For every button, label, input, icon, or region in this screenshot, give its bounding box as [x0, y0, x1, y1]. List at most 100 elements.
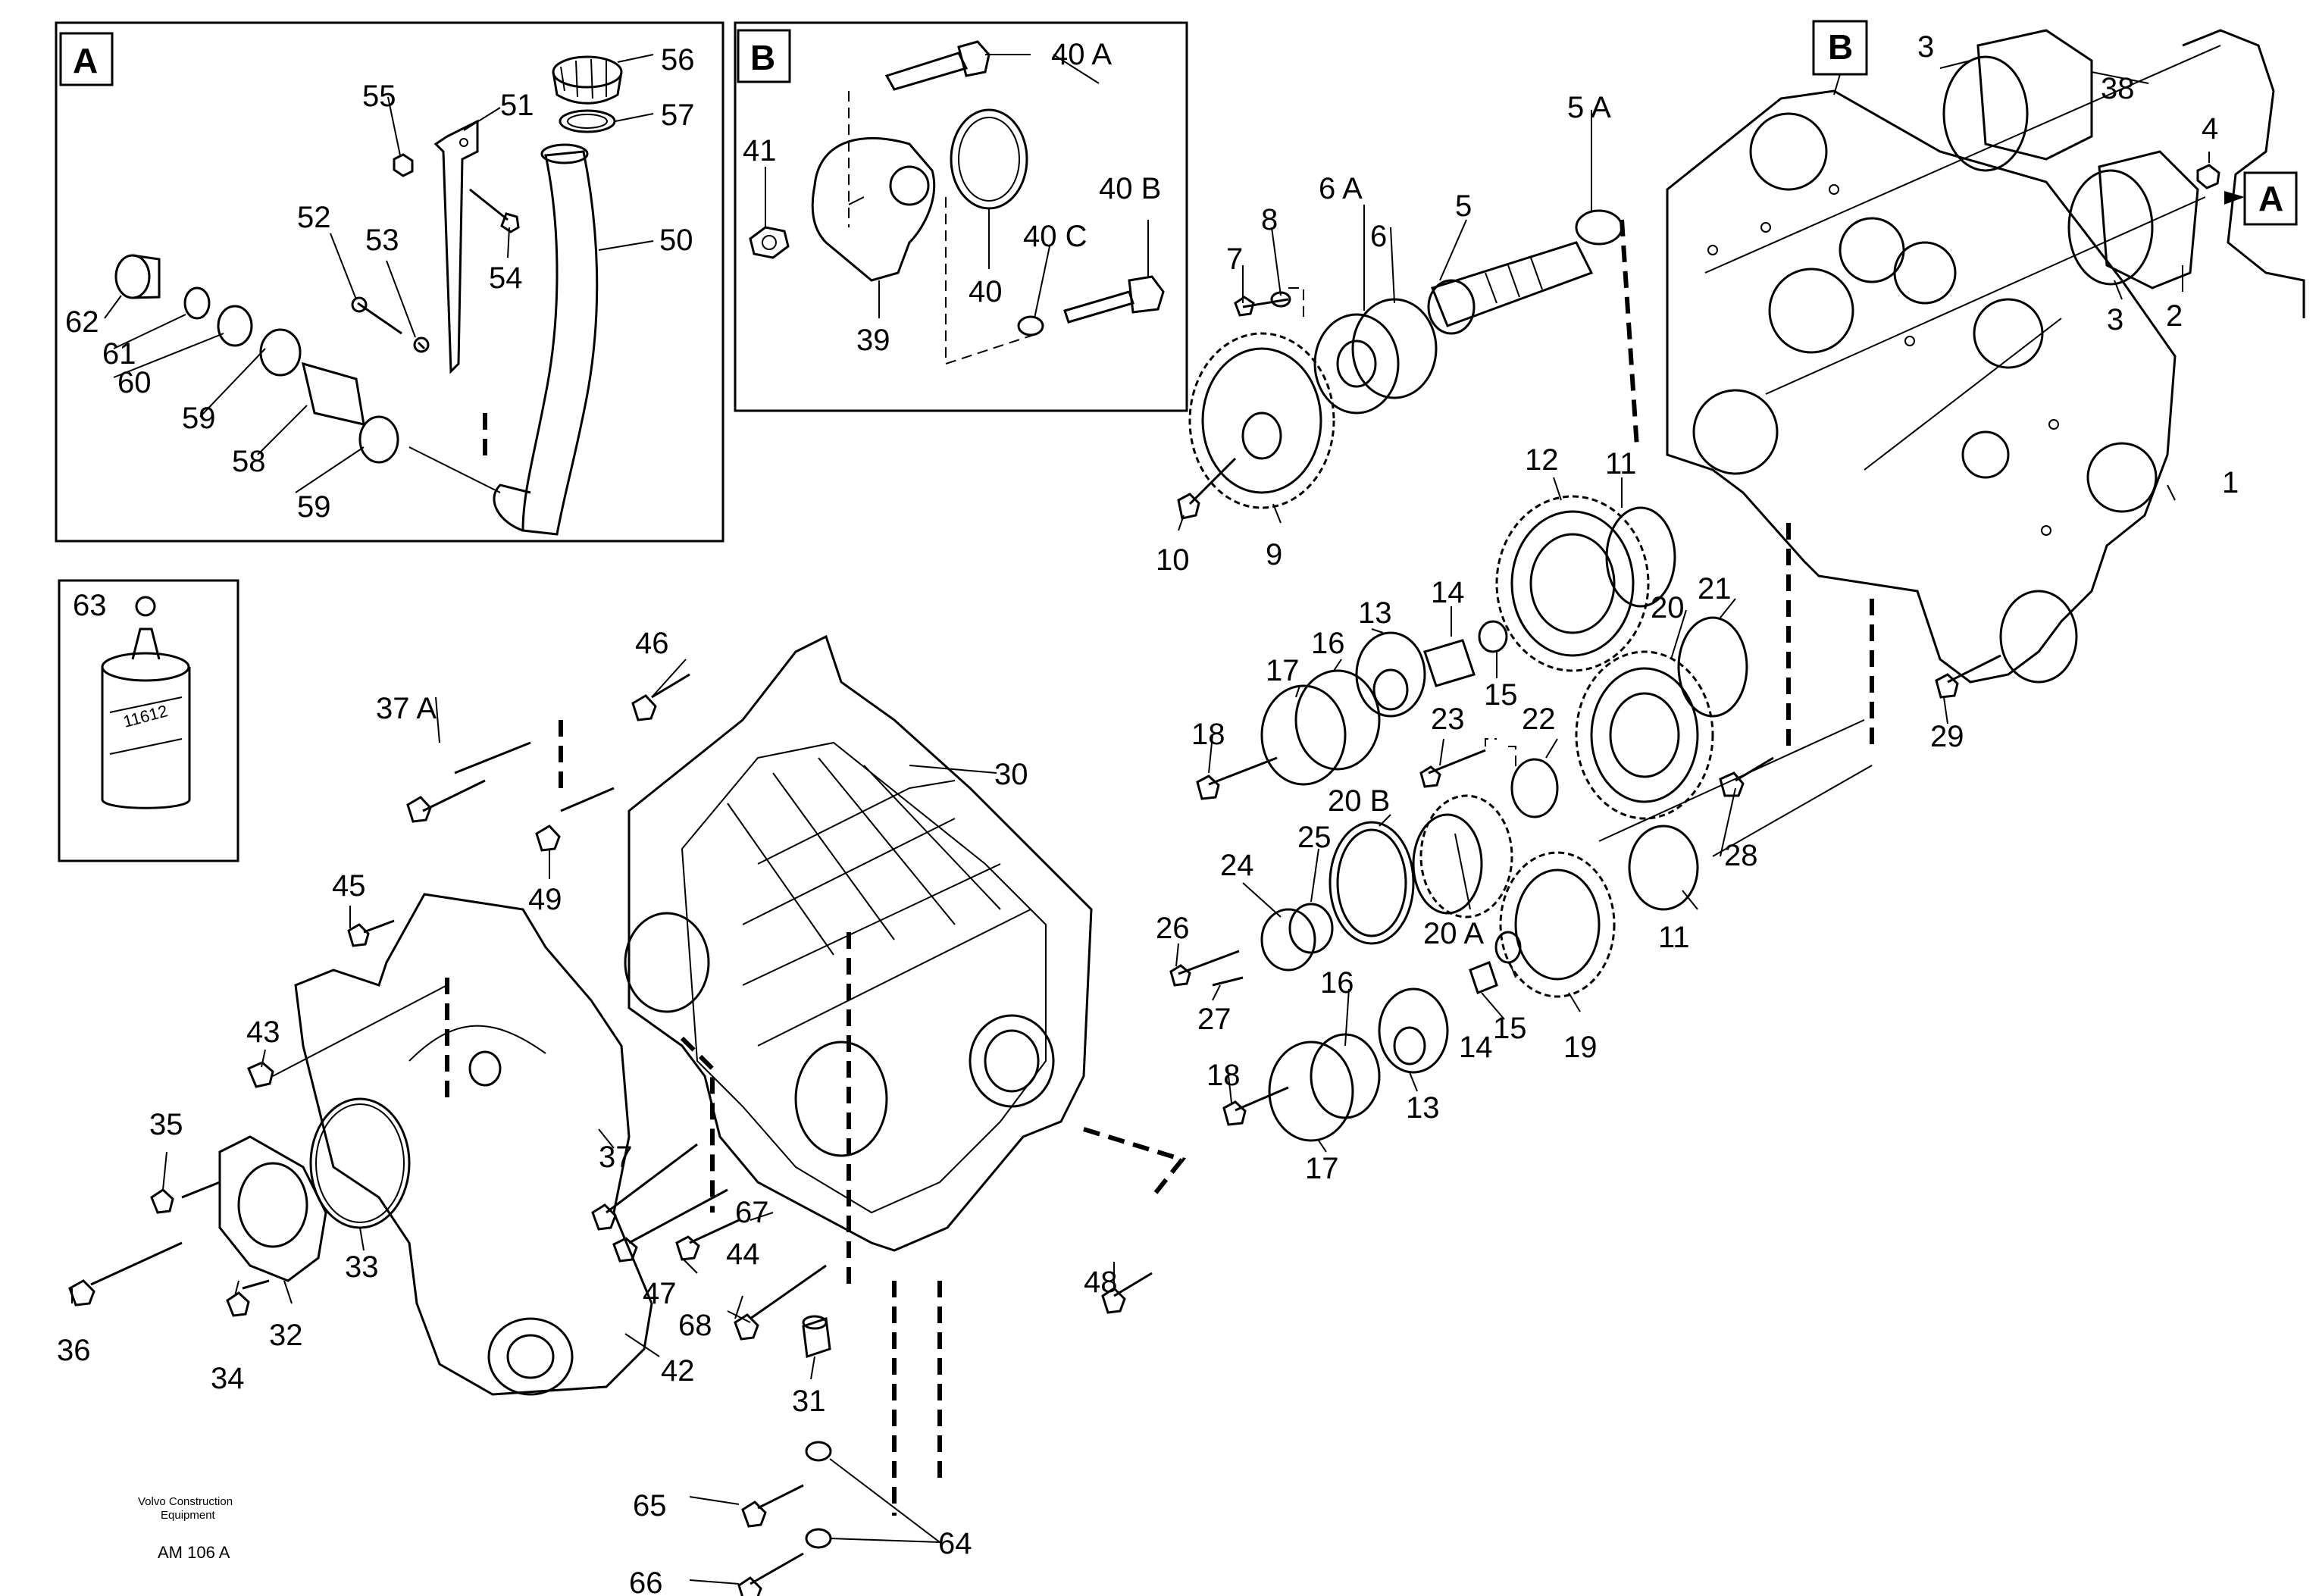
label-10: 10 — [1156, 543, 1190, 577]
bolt-47 — [628, 1188, 728, 1244]
bearing-13-top — [1355, 631, 1426, 718]
camshaft-5 — [1427, 241, 1594, 335]
sealant-inset: 11612 — [58, 579, 239, 862]
washer-40c — [1017, 315, 1044, 336]
bolt-37 — [606, 1143, 698, 1214]
bolt-66 — [750, 1552, 804, 1585]
label-21: 21 — [1698, 572, 1732, 606]
label-31: 31 — [792, 1385, 826, 1418]
label-34: 34 — [211, 1362, 245, 1395]
label-17-bottom: 17 — [1305, 1152, 1339, 1185]
label-5: 5 — [1455, 189, 1472, 223]
label-46: 46 — [635, 627, 669, 660]
label-3-bottom: 3 — [2107, 303, 2123, 336]
bolt-44 — [750, 1264, 827, 1320]
hub-6 — [1313, 298, 1438, 415]
label-20a: 20 A — [1423, 917, 1484, 950]
label-17-top: 17 — [1266, 654, 1300, 687]
drawing-code: AM 106 A — [158, 1543, 230, 1562]
seal-ring-5a — [1575, 209, 1623, 246]
label-63: 63 — [73, 589, 107, 622]
label-13-top: 13 — [1358, 596, 1392, 630]
bolt-29 — [1947, 654, 2001, 684]
part-number-labels: 1 2 3 3 4 5 5 A 6 6 A 7 8 9 10 11 11 12 … — [57, 30, 2239, 1596]
label-20b: 20 B — [1328, 784, 1390, 818]
screw-27 — [1212, 976, 1244, 987]
bolt-48 — [1113, 1272, 1153, 1297]
label-30: 30 — [994, 758, 1028, 791]
label-16-top: 16 — [1311, 627, 1345, 660]
label-35: 35 — [149, 1108, 183, 1141]
bolt-45 — [363, 919, 395, 934]
label-40c: 40 C — [1023, 220, 1088, 253]
label-58: 58 — [232, 445, 266, 478]
label-40a: 40 A — [1051, 38, 1112, 71]
bolt-40a — [884, 52, 969, 91]
label-23: 23 — [1431, 703, 1465, 736]
bolt-35 — [181, 1181, 221, 1199]
bolt-49 — [560, 787, 615, 812]
label-9: 9 — [1266, 538, 1282, 571]
label-14-bottom: 14 — [1459, 1031, 1493, 1064]
label-59-top: 59 — [182, 402, 216, 435]
label-22: 22 — [1522, 703, 1556, 736]
sleeve-22 — [1510, 758, 1559, 818]
bolt-34 — [242, 1279, 270, 1290]
bolt-7 — [1242, 298, 1289, 308]
label-52: 52 — [297, 201, 331, 234]
inset-a-panel: A — [55, 21, 724, 543]
inset-b-letter: B — [750, 38, 775, 77]
hose-assembly — [114, 254, 501, 493]
label-44: 44 — [726, 1238, 760, 1271]
label-42: 42 — [661, 1354, 695, 1388]
label-33: 33 — [345, 1250, 379, 1284]
nut-41 — [749, 226, 790, 259]
label-28: 28 — [1724, 839, 1758, 872]
label-20: 20 — [1651, 591, 1685, 624]
seal-ring-57 — [559, 109, 616, 133]
label-25: 25 — [1297, 821, 1332, 854]
washer-64-top — [805, 1441, 832, 1462]
label-15-bottom: 15 — [1493, 1012, 1527, 1045]
label-18-top: 18 — [1191, 718, 1225, 751]
idler-gear-19 — [1499, 851, 1616, 998]
credit-line-1: Volvo Construction — [138, 1495, 233, 1508]
bushing-14-top — [1423, 639, 1476, 687]
label-40b: 40 B — [1099, 172, 1161, 205]
washer-64-bottom — [805, 1528, 832, 1549]
label-36: 36 — [57, 1334, 91, 1367]
callout-b-letter: B — [1828, 27, 1853, 67]
label-1: 1 — [2222, 466, 2239, 499]
engine-block-lower — [1999, 590, 2078, 684]
bearing-13-bottom — [1378, 987, 1449, 1074]
bolt-36 — [90, 1241, 183, 1286]
idler-gear-20 — [1575, 650, 1714, 820]
filler-pipe — [521, 150, 599, 536]
label-2: 2 — [2166, 299, 2183, 333]
bolt-37a — [454, 741, 531, 775]
ring-15-bottom — [1494, 931, 1522, 964]
callout-a-letter: A — [2258, 179, 2283, 218]
label-37: 37 — [599, 1141, 633, 1174]
label-11-top: 11 — [1605, 447, 1637, 480]
nut-55 — [393, 153, 414, 177]
inset-a-letter: A — [73, 41, 98, 80]
plug-31 — [802, 1315, 831, 1359]
bolt-10 — [1188, 457, 1237, 505]
callout-a-box — [2243, 171, 2298, 226]
flange-32 — [218, 1135, 327, 1282]
thrust-washer-11-bottom — [1628, 825, 1699, 911]
seal-33 — [309, 1097, 411, 1229]
seal-40 — [950, 108, 1028, 210]
bolt-46 — [651, 673, 690, 699]
label-38: 38 — [2101, 72, 2135, 105]
label-15-top: 15 — [1484, 678, 1518, 712]
plate-24 — [1260, 908, 1316, 972]
thrust-washer-11-top — [1605, 506, 1676, 608]
label-19: 19 — [1563, 1031, 1598, 1064]
cover-39 — [811, 137, 936, 282]
label-66: 66 — [629, 1566, 663, 1596]
label-65: 65 — [633, 1489, 667, 1522]
